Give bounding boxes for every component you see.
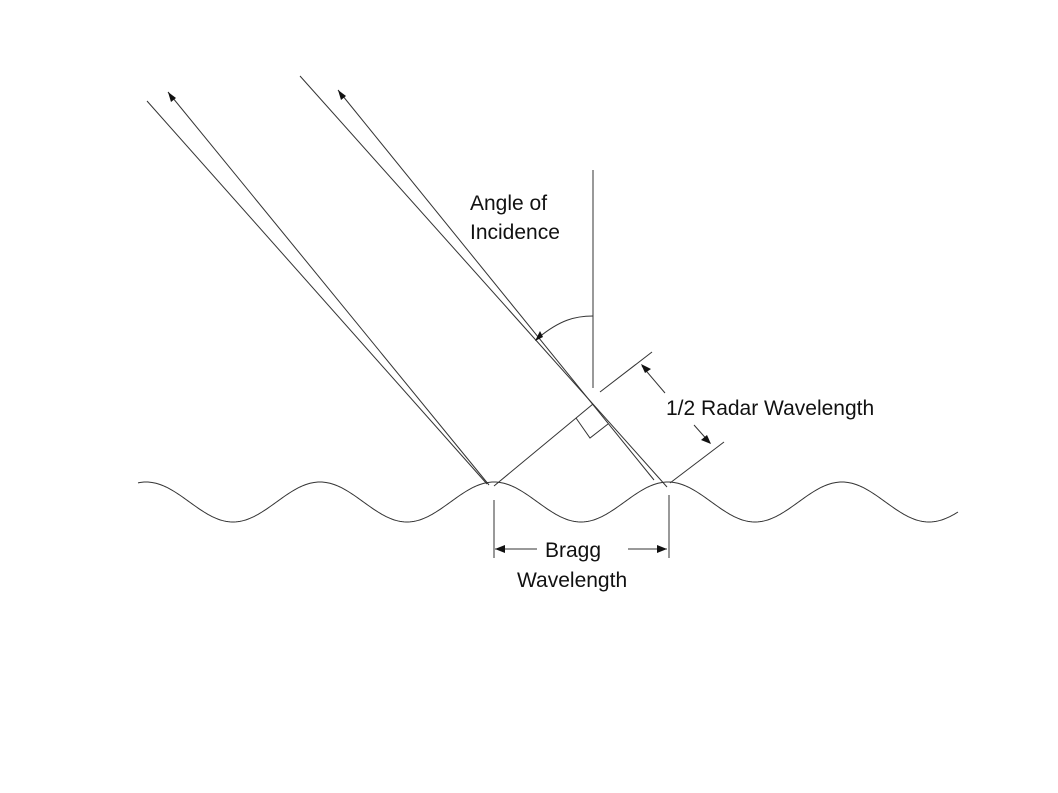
half-wavelength-arrowhead-bottom bbox=[701, 435, 711, 444]
left-ray-arrowhead bbox=[168, 92, 176, 102]
left-ray-outer bbox=[146, 100, 488, 485]
incidence-angle-arrowhead bbox=[535, 331, 543, 341]
right-ray-outer bbox=[299, 75, 668, 488]
bragg-arrowhead-right bbox=[657, 545, 667, 553]
bragg-wavelength-label-line1: Bragg bbox=[545, 539, 601, 562]
half-wavelength-extension-bottom bbox=[669, 441, 725, 484]
half-wavelength-extension-top bbox=[599, 351, 653, 393]
right-ray-inner bbox=[337, 89, 655, 481]
right-angle-marker bbox=[575, 417, 609, 439]
angle-of-incidence-label-line2: Incidence bbox=[470, 221, 560, 244]
bragg-wavelength-label-line2: Wavelength bbox=[517, 569, 627, 592]
incidence-angle-arc bbox=[537, 315, 594, 339]
sea-surface-wave bbox=[137, 481, 959, 523]
bragg-arrowhead-left bbox=[495, 545, 505, 553]
left-ray-inner bbox=[167, 91, 490, 486]
half-wavelength-arrowhead-top bbox=[641, 364, 651, 373]
angle-of-incidence-label-line1: Angle of bbox=[470, 192, 547, 215]
half-radar-wavelength-label: 1/2 Radar Wavelength bbox=[666, 397, 874, 420]
wavefront-perpendicular bbox=[493, 403, 594, 487]
right-ray-arrowhead bbox=[338, 90, 346, 100]
